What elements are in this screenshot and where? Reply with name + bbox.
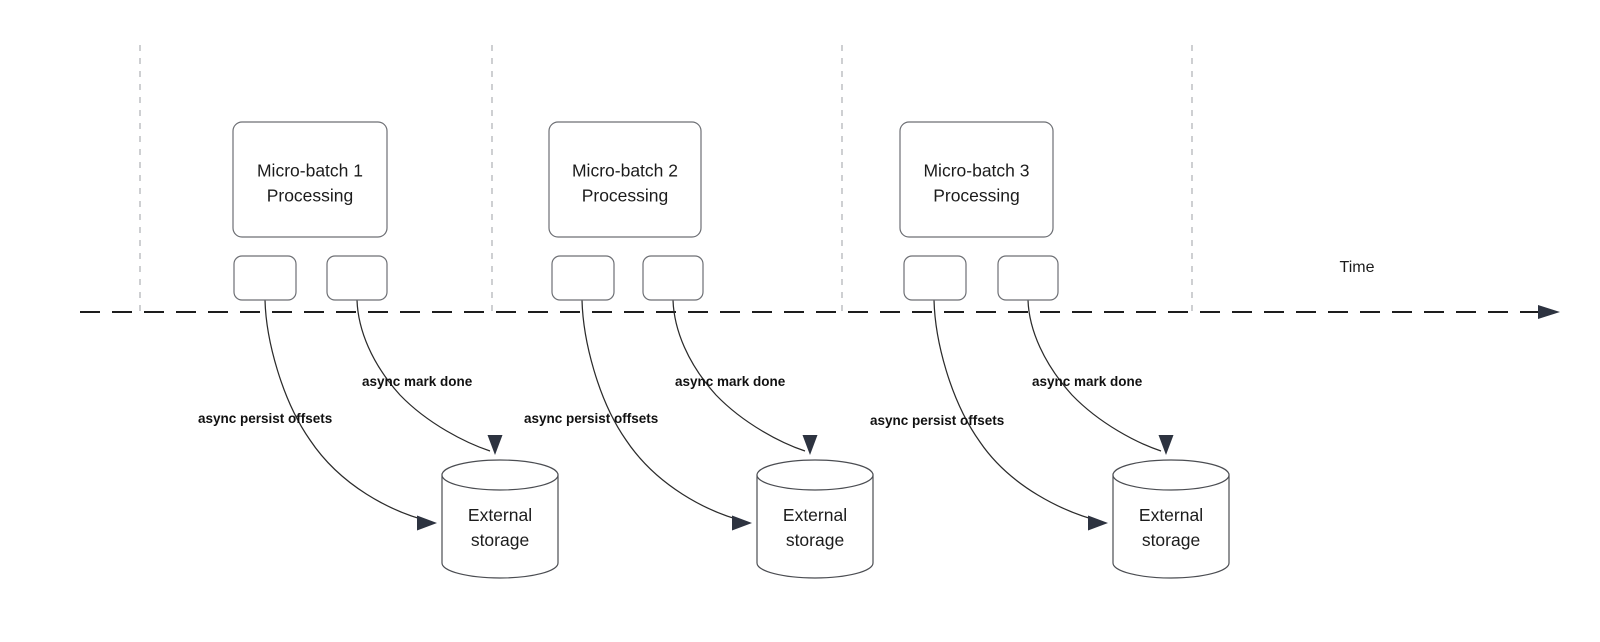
time-axis-arrowhead [1538, 305, 1560, 319]
micro-batch-label-line1: Micro-batch 3 [923, 161, 1029, 181]
external-storage-cylinder-top [441, 459, 559, 491]
external-storage-label-line1: External [1139, 505, 1203, 525]
external-storage-cylinder-body[interactable] [441, 474, 559, 579]
async-persist-offsets-path [581, 299, 748, 523]
external-storage-cylinder-body[interactable] [756, 474, 874, 579]
external-storage-label-line2: storage [786, 530, 844, 550]
external-storage-label-line1: External [783, 505, 847, 525]
async-mark-done-path [1027, 299, 1162, 452]
async-mark-done-label: async mark done [675, 374, 786, 389]
flow-edges [264, 299, 1174, 531]
async-persist-offsets-path [933, 299, 1104, 523]
async-persist-offsets-arrowhead [732, 515, 752, 531]
micro-batch-label-line1: Micro-batch 1 [257, 161, 363, 181]
micro-batch-label-line1: Micro-batch 2 [572, 161, 678, 181]
async-mark-done-path [356, 299, 491, 452]
async-persist-offsets-label: async persist offsets [524, 411, 658, 426]
micro-batch-label-line2: Processing [933, 186, 1020, 206]
mark-done-task-box[interactable] [997, 255, 1059, 301]
async-persist-offsets-arrowhead [417, 515, 437, 531]
persist-offsets-task-box[interactable] [233, 255, 297, 301]
persist-offsets-task-box[interactable] [551, 255, 615, 301]
async-mark-done-label: async mark done [362, 374, 473, 389]
async-persist-offsets-label: async persist offsets [198, 411, 332, 426]
async-mark-done-arrowhead [1158, 435, 1174, 455]
micro-batch-label-line2: Processing [582, 186, 669, 206]
async-persist-offsets-label: async persist offsets [870, 413, 1004, 428]
async-mark-done-path [672, 299, 806, 452]
timeline-axis: Time [80, 259, 1560, 319]
async-mark-done-arrowhead [487, 435, 503, 455]
micro-batch-box[interactable] [548, 121, 702, 238]
async-mark-done-label: async mark done [1032, 374, 1143, 389]
external-storage-cylinder-top [1112, 459, 1230, 491]
async-persist-offsets-arrowhead [1088, 515, 1108, 531]
edge-labels: async persist offsets async mark done asyn… [198, 374, 1143, 428]
mark-done-task-box[interactable] [326, 255, 388, 301]
nodes: Micro-batch 1ProcessingExternalstorageMi… [232, 121, 1230, 579]
micro-batch-label-line2: Processing [267, 186, 354, 206]
external-storage-cylinder-body[interactable] [1112, 474, 1230, 579]
async-mark-done-arrowhead [802, 435, 818, 455]
external-storage-label-line2: storage [471, 530, 529, 550]
external-storage-label-line2: storage [1142, 530, 1200, 550]
external-storage-cylinder-top [756, 459, 874, 491]
mark-done-task-box[interactable] [642, 255, 704, 301]
vertical-guides [139, 45, 1193, 312]
micro-batch-box[interactable] [899, 121, 1054, 238]
persist-offsets-task-box[interactable] [903, 255, 967, 301]
time-axis-label: Time [1340, 259, 1375, 276]
micro-batch-box[interactable] [232, 121, 388, 238]
external-storage-label-line1: External [468, 505, 532, 525]
async-persist-offsets-path [264, 299, 433, 523]
